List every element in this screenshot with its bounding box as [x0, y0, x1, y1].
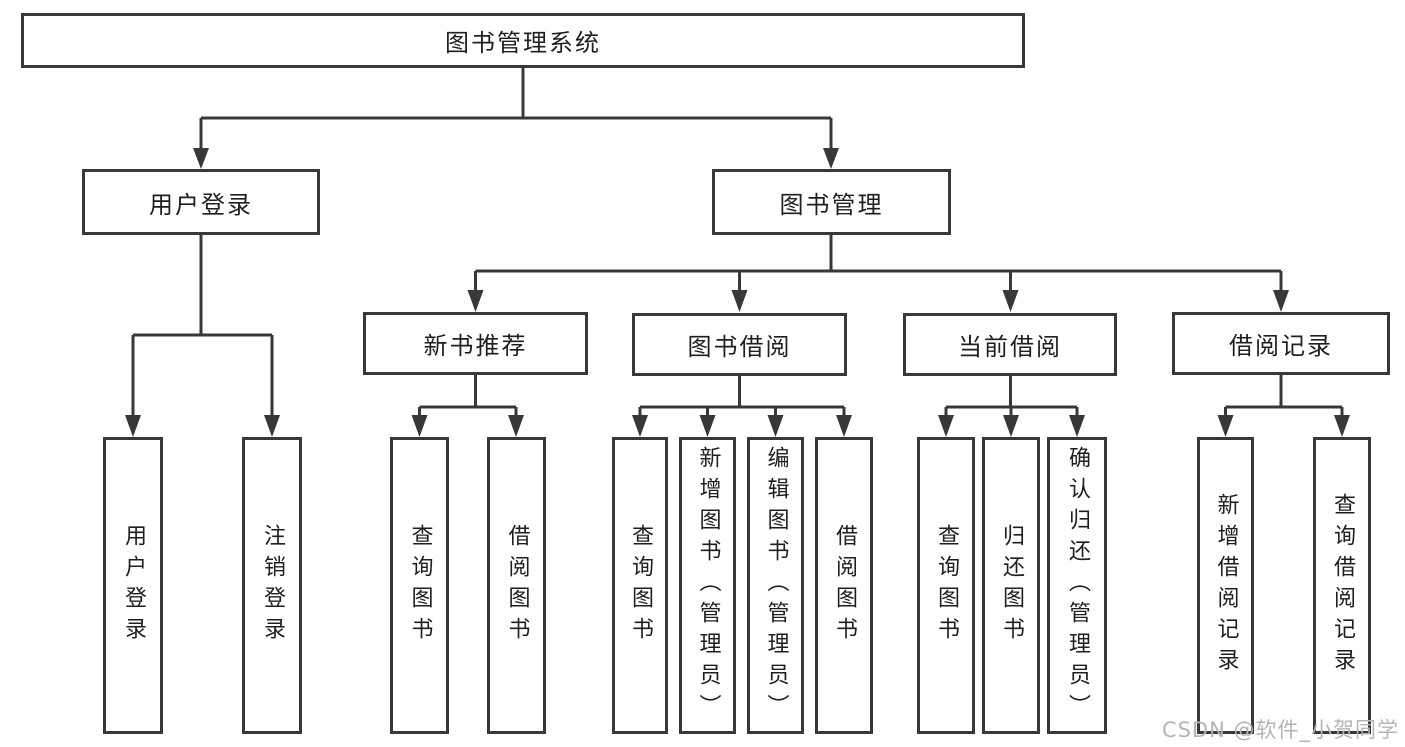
node-label: 借阅图书 [504, 523, 530, 648]
node-query-books-current: 查询图书 [917, 437, 975, 734]
node-label: 查询借阅记录 [1330, 492, 1355, 679]
node-label: 归还图书 [999, 523, 1024, 648]
node-book-borrowing: 图书借阅 [632, 313, 847, 376]
node-query-books-borrowing: 查询图书 [612, 437, 668, 734]
node-return-books: 归还图书 [982, 437, 1040, 734]
node-borrow-books-recommend: 借阅图书 [487, 437, 546, 734]
node-label: 查询图书 [628, 523, 653, 648]
node-label: 新书推荐 [423, 332, 528, 360]
node-logout: 注销登录 [242, 437, 302, 734]
node-label: 新增图书（管理员） [695, 446, 721, 725]
node-current-borrowing: 当前借阅 [903, 313, 1117, 376]
node-label: 用户登录 [121, 523, 146, 648]
node-label: 确认归还（管理员） [1065, 446, 1090, 725]
node-label: 编辑图书（管理员） [763, 446, 789, 725]
node-label: 借阅图书 [832, 523, 857, 648]
node-new-book-recommend: 新书推荐 [363, 312, 588, 375]
node-label: 图书管理系统 [445, 29, 601, 57]
node-edit-book-admin: 编辑图书（管理员） [747, 437, 804, 734]
node-label: 图书管理 [779, 190, 884, 219]
node-add-book-admin: 新增图书（管理员） [679, 437, 736, 734]
node-borrowing-records: 借阅记录 [1172, 312, 1390, 375]
node-label: 图书借阅 [687, 333, 792, 361]
node-library-management-system: 图书管理系统 [21, 13, 1025, 68]
watermark: CSDN @软件_小贺同学 [1161, 718, 1399, 742]
node-borrow-books-borrowing: 借阅图书 [815, 437, 873, 734]
node-label: 当前借阅 [958, 333, 1062, 361]
node-label: 注销登录 [260, 523, 285, 648]
node-label: 用户登录 [149, 190, 253, 219]
node-label: 查询图书 [934, 523, 959, 648]
node-label: 查询图书 [407, 523, 433, 648]
node-label: 新增借阅记录 [1213, 492, 1239, 679]
node-label: 借阅记录 [1229, 332, 1333, 360]
node-add-borrow-record: 新增借阅记录 [1197, 437, 1254, 734]
node-confirm-return-admin: 确认归还（管理员） [1047, 437, 1107, 734]
node-query-books-recommend: 查询图书 [390, 437, 449, 734]
node-query-borrow-record: 查询借阅记录 [1313, 437, 1371, 734]
node-user-login-group: 用户登录 [82, 169, 320, 235]
node-book-management: 图书管理 [712, 169, 951, 235]
node-user-login: 用户登录 [103, 437, 163, 734]
